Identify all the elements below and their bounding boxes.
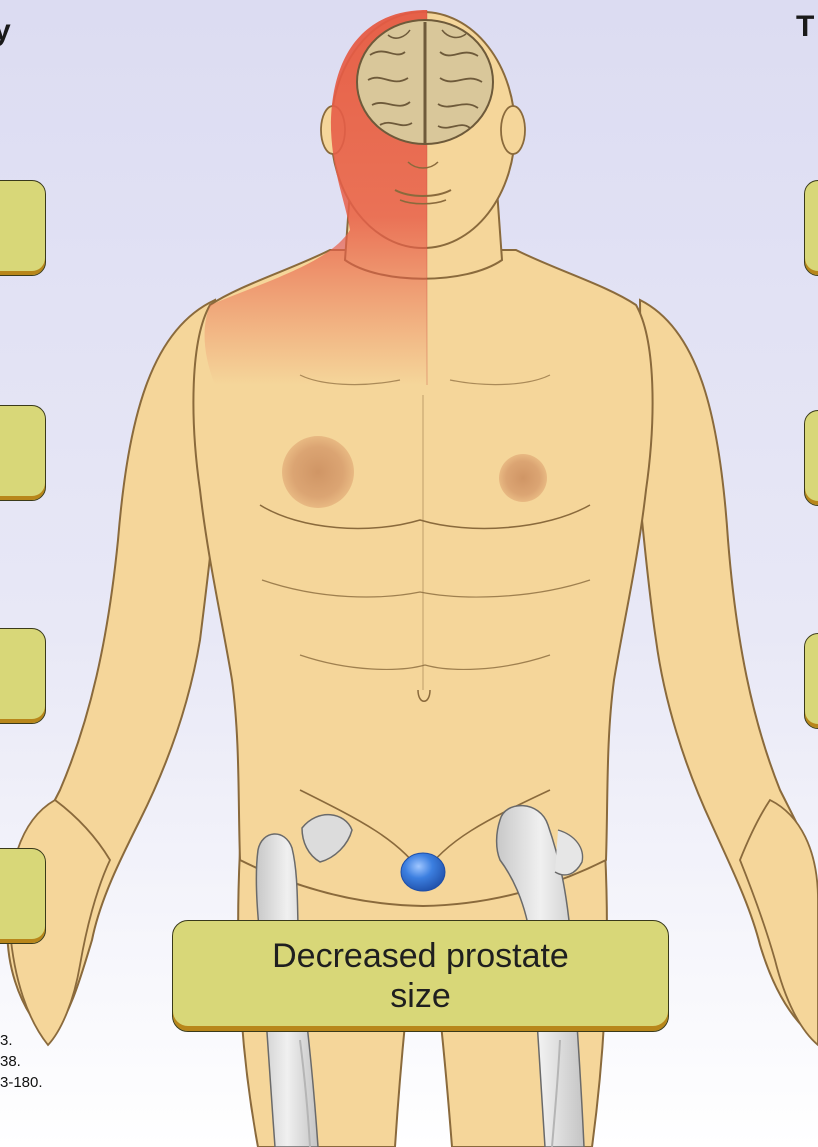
right-column-title: T: [796, 12, 814, 42]
left-box-2: [0, 405, 46, 501]
reference-line: 38.: [0, 1051, 43, 1072]
left-column-title: y: [0, 16, 11, 46]
right-hand: [740, 800, 818, 1045]
reference-line: 3.: [0, 1030, 43, 1051]
prostate-size-label-text: Decreased prostate size: [271, 936, 571, 1016]
prostate-icon: [401, 853, 445, 891]
left-box-3: [0, 628, 46, 724]
right-box-3: [804, 633, 818, 729]
prostate-size-label: Decreased prostate size: [172, 920, 669, 1032]
left-box-1: [0, 180, 46, 276]
right-box-1: [804, 180, 818, 276]
right-box-2: [804, 410, 818, 506]
reference-line: 3-180.: [0, 1072, 43, 1093]
brain-icon: [357, 20, 493, 144]
reference-list: 3. 38. 3-180.: [0, 1030, 43, 1093]
left-box-4: [0, 848, 46, 944]
